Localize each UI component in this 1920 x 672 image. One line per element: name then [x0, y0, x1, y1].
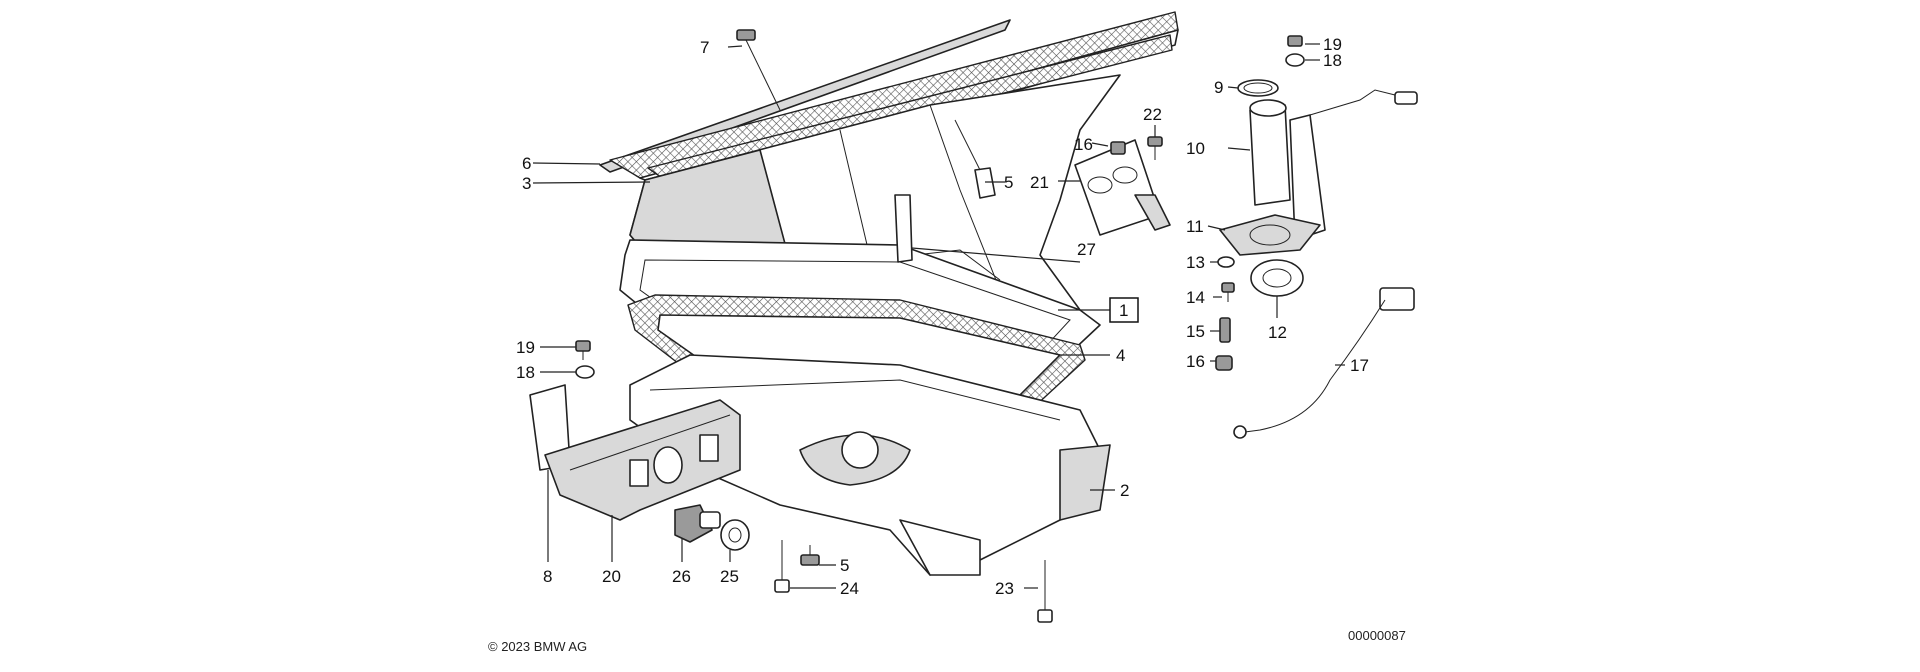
callout-25: 25 [720, 567, 739, 586]
oil-level-sensor-part [1249, 89, 1418, 241]
bolt-7-part [736, 29, 781, 111]
callout-8: 8 [543, 567, 552, 586]
callout-13: 13 [1186, 253, 1205, 272]
washer-18-right-part [1285, 53, 1305, 67]
callout-16-upper: 16 [1074, 135, 1093, 154]
callout-5-lower: 5 [840, 556, 849, 575]
callout-15: 15 [1186, 322, 1205, 341]
callout-10: 10 [1186, 139, 1205, 158]
callout-12: 12 [1268, 323, 1287, 342]
callout-22: 22 [1143, 105, 1162, 124]
copyright-text: © 2023 BMW AG [488, 639, 587, 654]
callout-2: 2 [1120, 481, 1129, 500]
callout-18-right: 18 [1323, 51, 1342, 70]
bolt-19-left-part [575, 340, 591, 360]
callout-27: 27 [1077, 240, 1096, 259]
callout-24: 24 [840, 579, 859, 598]
bolt-24-part [774, 540, 790, 593]
callout-4: 4 [1116, 346, 1125, 365]
diagram-id: 00000087 [1348, 628, 1406, 643]
bracket-part [529, 384, 741, 521]
leader-lines [532, 43, 1345, 589]
callout-26: 26 [672, 567, 691, 586]
bolt-23-part [1037, 560, 1053, 623]
bolt-5-upper-part [954, 119, 996, 199]
o-ring-9-part [1237, 79, 1279, 97]
callout-7: 7 [700, 38, 709, 57]
callout-21: 21 [1030, 173, 1049, 192]
sensor-flange-part [1219, 214, 1321, 256]
callout-20: 20 [602, 567, 621, 586]
cable-17-part [1233, 287, 1415, 439]
callout-1: 1 [1119, 301, 1128, 320]
callout-6: 6 [522, 154, 531, 173]
callout-18-left: 18 [516, 363, 535, 382]
washer-13-part [1217, 256, 1235, 268]
bolt-5-lower-part [800, 545, 820, 566]
callout-14: 14 [1186, 288, 1205, 307]
callout-5-upper: 5 [1004, 173, 1013, 192]
callout-labels: 7 6 3 5 21 16 22 27 1 4 2 19 18 9 10 11 … [516, 35, 1369, 598]
stud-27-part [894, 194, 913, 263]
stud-15-part [1219, 317, 1231, 343]
callout-3: 3 [522, 174, 531, 193]
drain-plug-part [674, 504, 721, 543]
oil-pan-lower-part [629, 354, 1111, 576]
bolt-22-part [1147, 136, 1163, 160]
gasket-ring-12-part [1250, 259, 1304, 297]
nut-16-lower-part [1215, 355, 1233, 371]
washer-part [720, 519, 750, 551]
callout-11: 11 [1186, 217, 1204, 236]
callout-23: 23 [995, 579, 1014, 598]
callout-9: 9 [1214, 78, 1223, 97]
nut-16-upper-part [1110, 141, 1126, 155]
callout-1-box: 1 [1109, 297, 1139, 323]
washer-18-left-part [575, 365, 595, 379]
callout-19-left: 19 [516, 338, 535, 357]
bolt-19-right-part [1287, 35, 1303, 47]
callout-16-lower: 16 [1186, 352, 1205, 371]
callout-19-right: 19 [1323, 35, 1342, 54]
bolt-14-part [1221, 282, 1235, 302]
callout-17: 17 [1350, 356, 1369, 375]
clip-21-part [1074, 139, 1171, 236]
